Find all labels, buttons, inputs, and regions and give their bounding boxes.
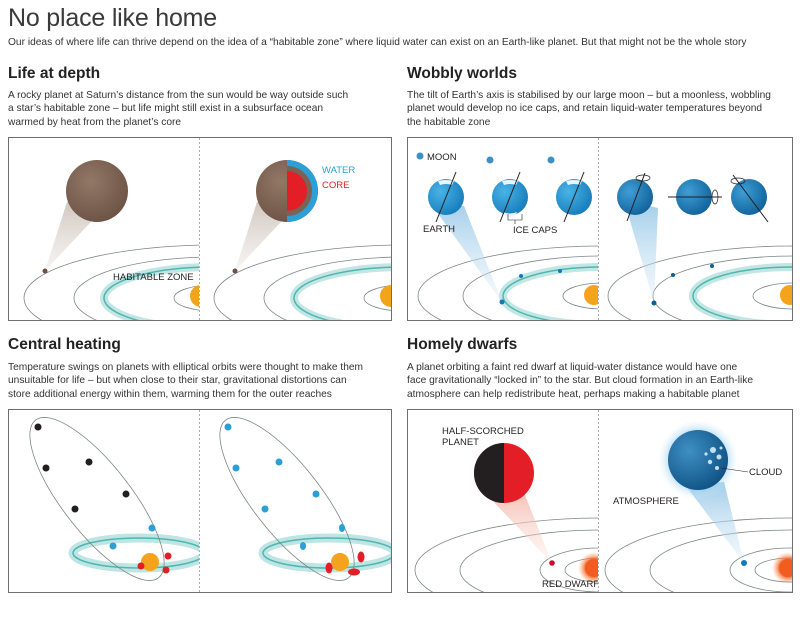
page-title: No place like home bbox=[8, 4, 218, 32]
text-line: store additional energy within them, war… bbox=[8, 388, 332, 400]
water-label: WATER bbox=[322, 165, 355, 176]
text-line: atmosphere can help redistribute heat, p… bbox=[407, 388, 740, 400]
text-line: a star’s habitable zone – but life might… bbox=[8, 103, 324, 115]
text-line: Temperature swings on planets with ellip… bbox=[8, 362, 364, 373]
moon-label: MOON bbox=[427, 152, 457, 163]
red-dwarf-label: RED DWARF bbox=[542, 579, 599, 590]
text-line: planet would develop no ice caps, and re… bbox=[407, 103, 763, 115]
cloud-label: CLOUD bbox=[749, 467, 782, 478]
text-line: warmed by heat from the planet’s core bbox=[8, 116, 182, 128]
text-line: The tilt of Earth’s axis is stabilised b… bbox=[407, 90, 771, 101]
text-line: unsuitable for life – but when close to … bbox=[8, 375, 347, 387]
text-line: the habitable zone bbox=[407, 116, 491, 128]
habitable-zone-label: HABITABLE ZONE bbox=[113, 272, 194, 283]
ice-caps-label: ICE CAPS bbox=[513, 225, 557, 236]
section-heading-dwarfs: Homely dwarfs bbox=[407, 336, 518, 353]
page-subtitle: Our ideas of where life can thrive depen… bbox=[8, 37, 747, 48]
section-text-wobbly: The tilt of Earth’s axis is stabilised b… bbox=[407, 89, 771, 129]
atmosphere-label: ATMOSPHERE bbox=[613, 496, 679, 507]
panel-central-heating bbox=[8, 409, 392, 593]
section-heading-depth: Life at depth bbox=[8, 65, 101, 82]
text-line: face gravitationally “locked in” to the … bbox=[407, 375, 753, 387]
section-text-heating: Temperature swings on planets with ellip… bbox=[8, 361, 363, 401]
core-label: CORE bbox=[322, 180, 349, 191]
section-text-depth: A rocky planet at Saturn’s distance from… bbox=[8, 89, 348, 129]
panel-wobbly-worlds: MOON EARTH ICE CAPS bbox=[407, 137, 793, 321]
planet-label: PLANET bbox=[442, 437, 479, 448]
earth-label: EARTH bbox=[423, 224, 455, 235]
section-text-dwarfs: A planet orbiting a faint red dwarf at l… bbox=[407, 361, 753, 401]
panel-homely-dwarfs: HALF-SCORCHED PLANET RED DWARF CLOUD ATM… bbox=[407, 409, 793, 593]
section-heading-wobbly: Wobbly worlds bbox=[407, 65, 517, 82]
text-line: A rocky planet at Saturn’s distance from… bbox=[8, 90, 349, 101]
section-heading-heating: Central heating bbox=[8, 336, 121, 353]
text-line: A planet orbiting a faint red dwarf at l… bbox=[407, 362, 738, 373]
half-scorched-label: HALF-SCORCHED bbox=[442, 426, 524, 437]
panel-life-at-depth: HABITABLE ZONE WATER CORE bbox=[8, 137, 392, 321]
